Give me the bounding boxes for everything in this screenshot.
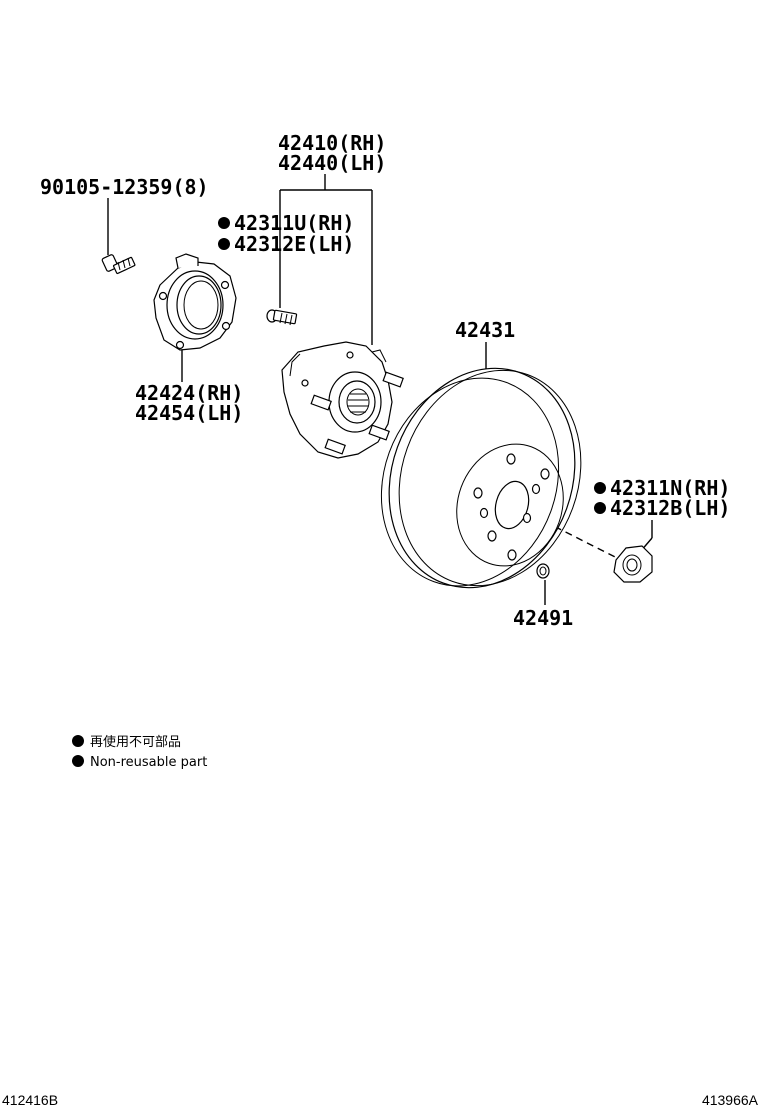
legend-non-reusable-en: Non-reusable part xyxy=(90,755,207,770)
label-hub-nut-rh: 42311N(RH) xyxy=(610,476,730,500)
hub-bolt-illustration xyxy=(266,309,298,326)
label-bearing-retainer-lh: 42454(LH) xyxy=(135,401,243,425)
bearing-retainer-illustration xyxy=(153,253,237,351)
non-reusable-dot xyxy=(594,502,606,514)
label-bolt-90105: 90105-12359(8) xyxy=(40,175,209,199)
label-hub-assembly-rh: 42410(RH) xyxy=(278,131,386,155)
non-reusable-dot xyxy=(218,238,230,250)
hub-nut-illustration xyxy=(613,545,653,583)
label-plug: 42491 xyxy=(513,606,573,630)
non-reusable-dot xyxy=(594,482,606,494)
hub-assembly-illustration xyxy=(281,341,404,459)
leader-lines xyxy=(107,174,653,605)
label-hub-nut-lh: 42312B(LH) xyxy=(610,496,730,520)
bolt-90105-illustration xyxy=(101,254,136,275)
legend-dot-jp xyxy=(72,735,84,747)
label-hub-bolt-rh: 42311U(RH) xyxy=(234,211,354,235)
legend-dot-en xyxy=(72,755,84,767)
footer-code-right: 413966A xyxy=(702,1092,759,1108)
label-bearing-retainer-rh: 42424(RH) xyxy=(135,381,243,405)
legend-non-reusable-jp: 再使用不可部品 xyxy=(90,734,181,750)
brake-disc-illustration xyxy=(380,367,582,589)
label-hub-assembly-lh: 42440(LH) xyxy=(278,151,386,175)
label-disc: 42431 xyxy=(455,318,515,342)
plug-illustration xyxy=(536,563,550,579)
label-hub-bolt-lh: 42312E(LH) xyxy=(234,232,354,256)
non-reusable-dot xyxy=(218,217,230,229)
footer-code-left: 412416B xyxy=(2,1092,58,1108)
